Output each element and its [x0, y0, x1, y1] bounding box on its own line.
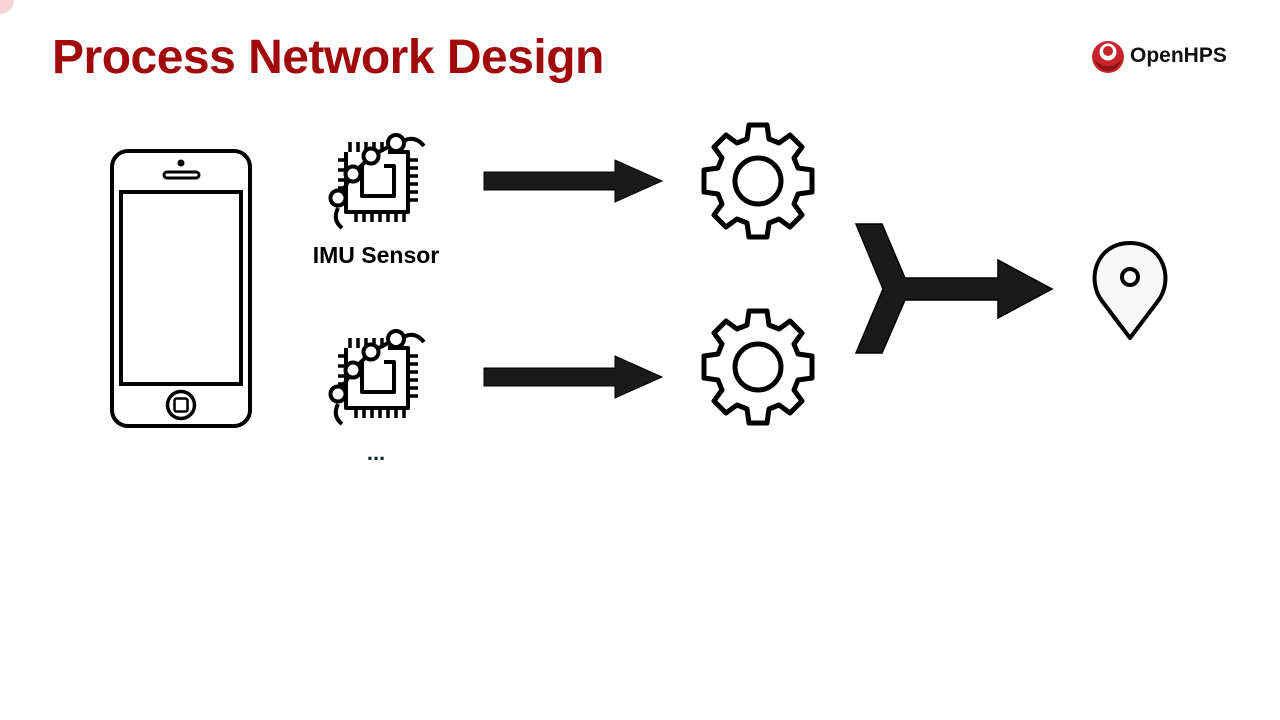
arrow-sensor-to-process-2: [483, 355, 664, 399]
merge-arrow: [854, 223, 1054, 354]
gear-icon: [704, 311, 812, 423]
gear-icon: [704, 125, 812, 237]
page-title: Process Network Design: [52, 31, 604, 84]
sensor-label-more: ...: [366, 440, 386, 465]
openhps-logo: OpenHPS: [1090, 38, 1227, 74]
sensor-label-imu: IMU Sensor: [312, 242, 440, 268]
chip-sensor-icon: [328, 133, 426, 230]
logo-text: OpenHPS: [1130, 44, 1227, 67]
openhps-logo-icon: [1092, 41, 1124, 73]
smartphone-icon: [110, 149, 252, 428]
location-pin-icon: [1092, 241, 1168, 340]
chip-sensor-icon: [328, 329, 426, 426]
arrow-sensor-to-process-1: [483, 159, 664, 203]
